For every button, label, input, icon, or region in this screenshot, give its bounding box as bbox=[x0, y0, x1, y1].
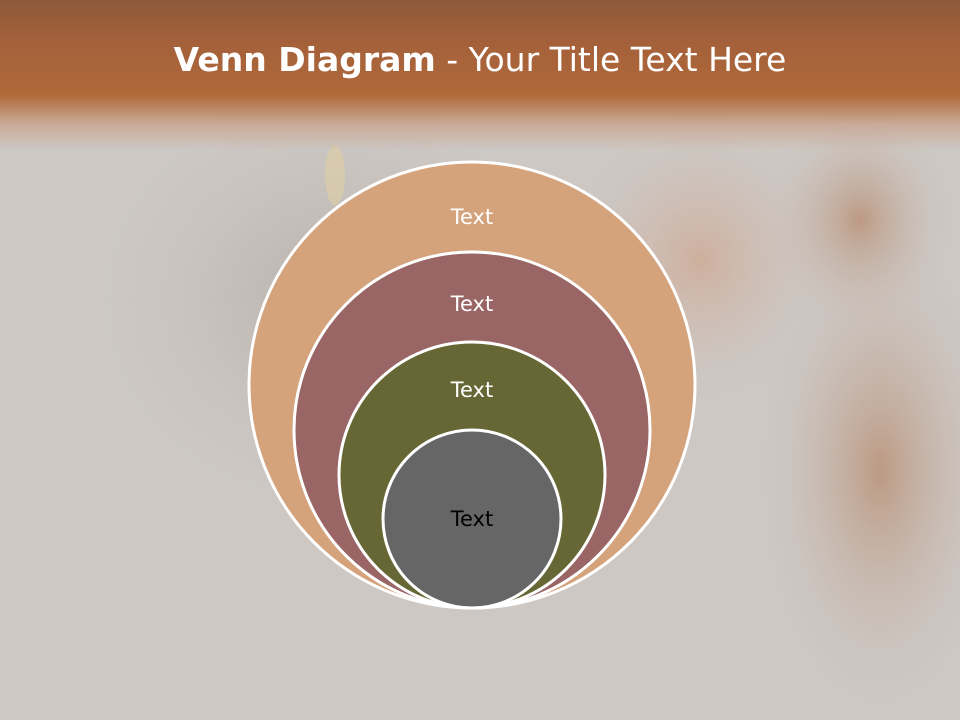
title-band bbox=[0, 0, 960, 150]
title-rest: - Your Title Text Here bbox=[435, 40, 787, 79]
inner-circle bbox=[381, 428, 563, 610]
third-circle-label: Text bbox=[450, 378, 494, 402]
second-circle-label: Text bbox=[450, 292, 494, 316]
slide-title: Venn Diagram - Your Title Text Here bbox=[0, 40, 960, 79]
outer-circle-label: Text bbox=[450, 205, 494, 229]
inner-circle-label: Text bbox=[450, 507, 494, 531]
title-bold: Venn Diagram bbox=[173, 40, 436, 79]
